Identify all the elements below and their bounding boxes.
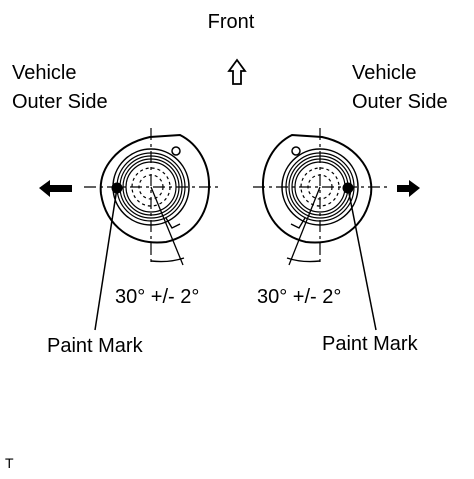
right-angle-arc	[286, 257, 321, 263]
right-outer-side-line2: Outer Side	[352, 91, 448, 113]
front-label: Front	[208, 11, 255, 33]
left-mount-notch	[165, 217, 181, 229]
left-paint-mark-leader	[94, 187, 118, 331]
left-strut-mount	[84, 128, 220, 331]
left-angle-label: 30° +/- 2°	[115, 286, 199, 308]
right-strut-mount	[253, 128, 388, 331]
left-outer-side-line2: Outer Side	[12, 91, 108, 113]
right-outer-side-line1: Vehicle	[352, 62, 417, 84]
left-paint-mark-label: Paint Mark	[47, 335, 144, 357]
right-angle-label: 30° +/- 2°	[257, 286, 341, 308]
left-angle-line	[150, 186, 184, 266]
right-mount-hole	[291, 146, 301, 156]
right-outer-arrow-icon	[397, 180, 420, 197]
right-mount-notch	[290, 217, 306, 229]
left-angle-arc	[150, 257, 185, 263]
right-angle-line	[288, 186, 321, 266]
right-outer-side-label: Vehicle Outer Side	[352, 62, 448, 113]
left-outer-side-label: Vehicle Outer Side	[12, 62, 108, 113]
right-mount-plate	[261, 133, 373, 244]
left-mount-plate	[99, 133, 211, 244]
left-outer-arrow-icon	[39, 180, 72, 197]
left-mount-hole	[171, 146, 181, 156]
left-outer-side-line1: Vehicle	[12, 62, 77, 84]
right-paint-mark-label: Paint Mark	[322, 333, 419, 355]
front-arrow-icon	[227, 58, 247, 85]
right-paint-mark-leader	[347, 187, 377, 331]
figure-code-label: T	[5, 455, 14, 471]
